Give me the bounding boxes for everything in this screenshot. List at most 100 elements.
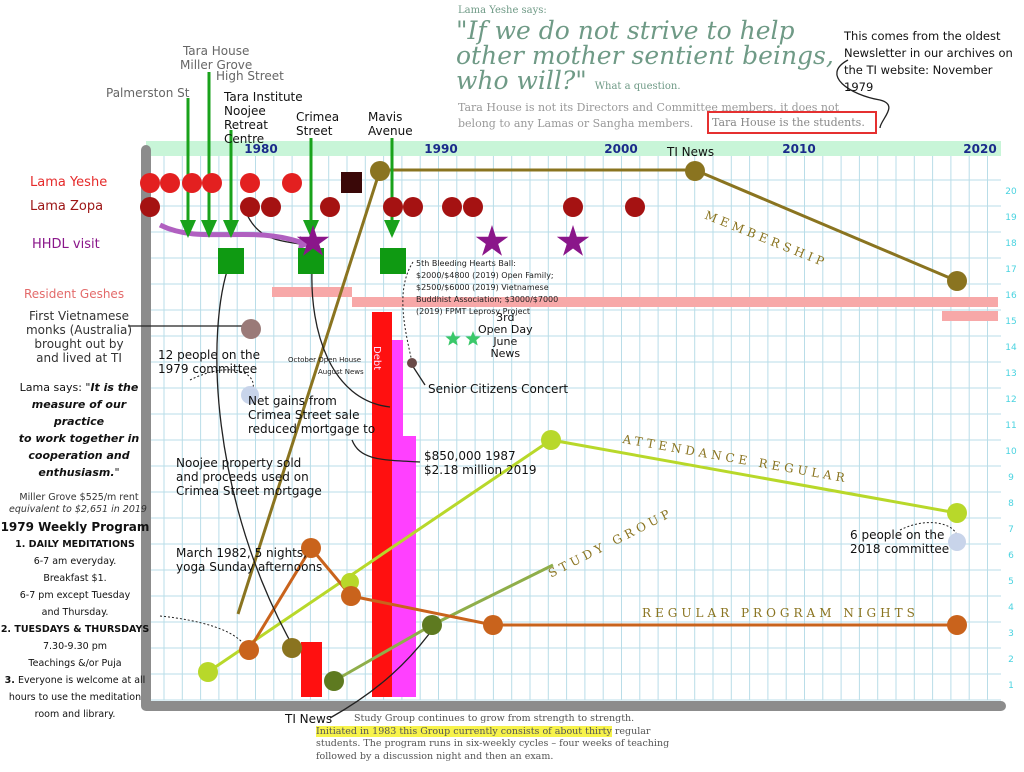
study-line-2-tail: regular (611, 725, 651, 737)
ti-news-top: TI News (667, 145, 715, 159)
study-group-line (333, 563, 554, 683)
decade-label: 2000 (604, 142, 637, 156)
connector-mortgage (351, 439, 421, 463)
y-tick-label: 15 (1005, 317, 1016, 327)
hhdl-arc (158, 222, 301, 245)
location-tara-institute: Tara Institute Noojee Retreat Centre (224, 90, 303, 146)
quote-body: Tara House is not its Directors and Comm… (458, 101, 840, 130)
weekly-h3: 3. (4, 675, 15, 686)
row-label-geshes: Resident Geshes (24, 287, 125, 301)
weekly-l9: room and library. (34, 709, 116, 720)
series-label-regular-nights: REGULAR PROGRAM NIGHTS (642, 606, 919, 620)
regular-nights-dot (239, 640, 259, 660)
committee-1979-dot (241, 386, 259, 404)
committee-1979: 12 people on the 1979 committee (158, 348, 261, 376)
y-tick-label: 9 (1008, 473, 1014, 483)
noojee-sold: Noojee property sold and proceeds used o… (176, 456, 322, 498)
y-tick-label: 2 (1008, 655, 1014, 665)
senior-concert: Senior Citizens Concert (428, 382, 569, 396)
regular-nights-dot (483, 615, 503, 635)
connector-bleeding (402, 261, 414, 363)
quote-attribution: Lama Yeshe says: (458, 5, 547, 16)
hhdl-stars (296, 225, 590, 346)
geshe-bar-2 (352, 297, 998, 307)
y-tick-label: 18 (1005, 239, 1017, 249)
membership-line (236, 168, 958, 615)
connector-quote (836, 59, 890, 129)
y-tick-label: 5 (1008, 577, 1014, 587)
lama-says: Lama says: "It is the measure of our pra… (10, 379, 148, 481)
vietnamese-monks-dot (241, 319, 261, 339)
membership-dot (947, 271, 967, 291)
weekly-program: 1979 Weekly Program 1. DAILY MEDITATIONS… (0, 518, 150, 723)
lama-zopa-dot (563, 197, 583, 217)
open-day-star (445, 331, 461, 346)
debt-bar-small (301, 642, 322, 697)
newsletter-note: This comes from the oldest Newsletter in… (844, 29, 1013, 94)
quote-boxed: Tara House is the students. (712, 116, 865, 129)
lama-yeshe-dot (140, 173, 160, 193)
location-square-tara-institute (218, 248, 244, 274)
lama-zopa-dot (140, 197, 160, 217)
y-tick-label: 13 (1005, 369, 1016, 379)
grid-lines (146, 156, 1001, 701)
location-square-dark (341, 172, 362, 193)
open-day-star (465, 331, 481, 346)
weekly-l4: and Thursday. (41, 607, 109, 618)
membership-dot (282, 638, 302, 658)
regular-nights-dot (341, 586, 361, 606)
lama-yeshe-dot (240, 173, 260, 193)
lama-zopa-dot (403, 197, 423, 217)
weekly-item3: 3. Everyone is welcome at all (0, 672, 150, 689)
october-open: October Open House (288, 356, 362, 364)
lama-zopa-dot (625, 197, 645, 217)
quote-main: "If we do not strive to help other mothe… (456, 16, 834, 95)
lama-says-quote: It is the measure of our practice to wor… (18, 381, 140, 479)
regular-nights-dot (947, 615, 967, 635)
decade-header-band (146, 141, 1001, 156)
study-line-2: Initiated in 1983 this Group currently c… (316, 725, 716, 739)
study-highlight: Initiated in 1983 this Group currently c… (316, 725, 612, 737)
debt-label: Debt (371, 346, 382, 371)
location-mavis: Mavis Avenue (368, 110, 413, 138)
lama-yeshe-dot (182, 173, 202, 193)
quote-tail: What a question. (594, 81, 681, 92)
y-tick-label: 3 (1008, 629, 1014, 639)
study-line-1: Study Group continues to grow from stren… (354, 713, 635, 724)
membership-dot (685, 161, 705, 181)
weekly-h2: 2. TUESDAYS & THURSDAYS (0, 624, 150, 635)
connector-noojee (216, 261, 296, 651)
lama-yeshe-dot (202, 173, 222, 193)
weekly-title: 1979 Weekly Program (0, 520, 150, 534)
study-group-dot (422, 615, 442, 635)
weekly-l6: Teachings &/or Puja (28, 658, 122, 669)
committee-2018-dot (948, 533, 966, 551)
august-news: August News (318, 368, 364, 376)
y-tick-label: 12 (1005, 395, 1016, 405)
open-day: 3rd Open Day June News (478, 311, 533, 360)
decade-label: 2020 (963, 142, 996, 156)
location-high-street: High Street (216, 69, 284, 83)
connector-weekly (159, 615, 246, 647)
y-tick-label: 4 (1008, 603, 1014, 613)
event-dots (140, 161, 967, 691)
y-tick-label: 7 (1008, 525, 1014, 535)
decade-label: 1980 (244, 142, 277, 156)
y-tick-label: 1 (1008, 681, 1014, 691)
hhdl-star (296, 225, 330, 256)
debt-bar-magenta (395, 436, 416, 697)
bleeding-hearts: 5th Bleeding Hearts Ball: $2000/$4800 (2… (416, 259, 559, 316)
row-label-viet: First Vietnamese monks (Australia) broug… (25, 309, 133, 365)
weekly-l8: hours to use the meditation (8, 692, 142, 703)
lama-zopa-dot (383, 197, 403, 217)
decade-label: 1990 (424, 142, 457, 156)
y-tick-label: 20 (1005, 187, 1017, 197)
decade-label: 2010 (782, 142, 815, 156)
lama-zopa-dot (240, 197, 260, 217)
attendance-dot (947, 503, 967, 523)
lama-zopa-dot (261, 197, 281, 217)
row-label-lama-yeshe: Lama Yeshe (30, 175, 108, 190)
